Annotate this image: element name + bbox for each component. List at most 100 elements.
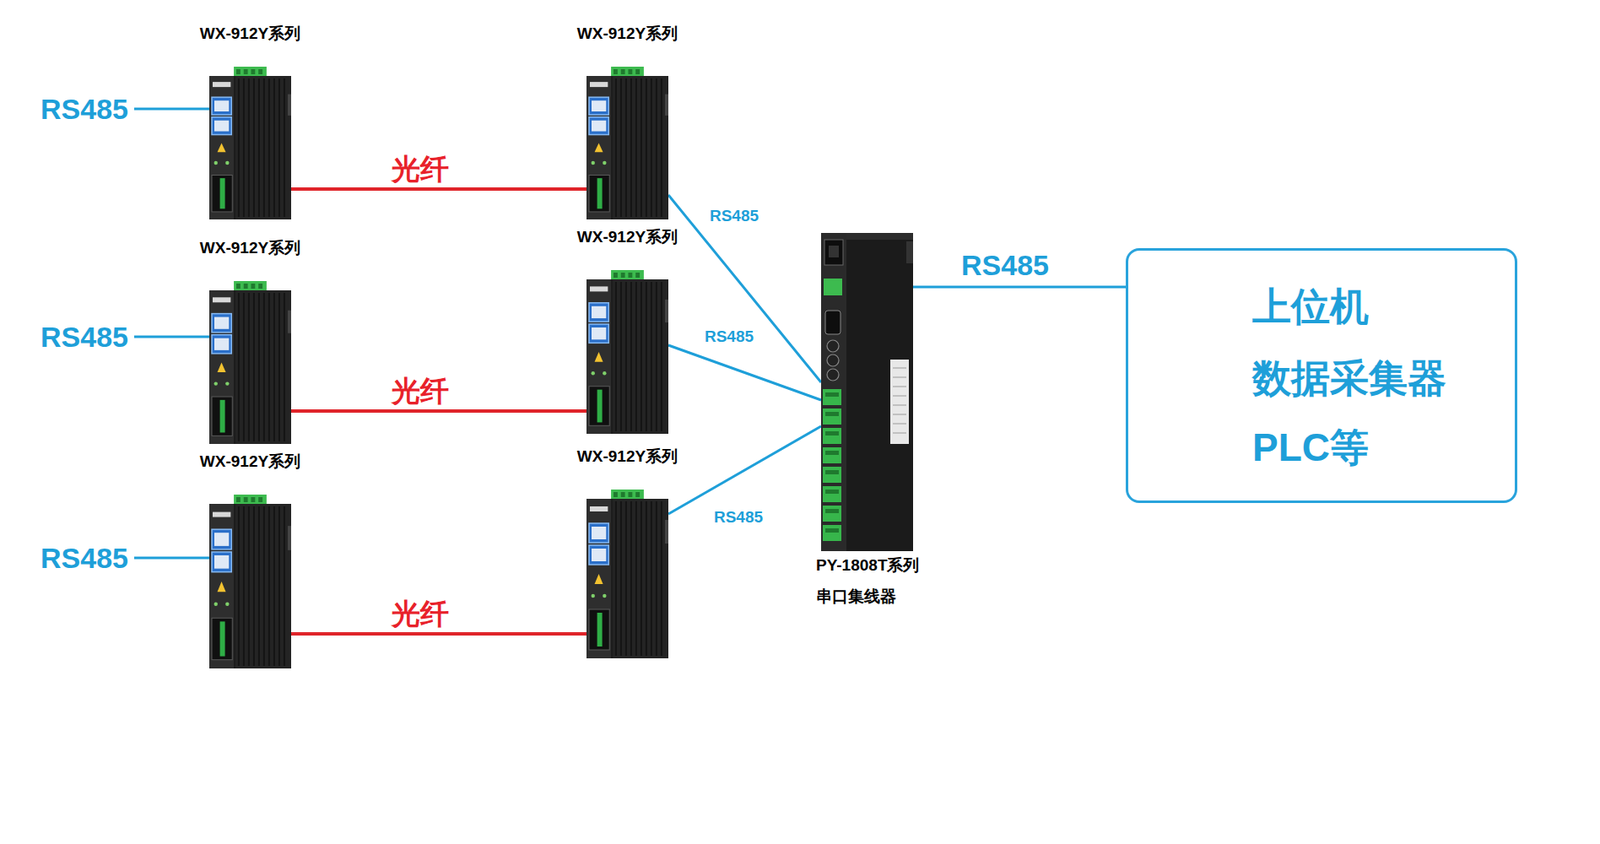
- cooling-fin: [237, 506, 240, 666]
- cooling-fin: [645, 78, 648, 217]
- rj45-socket: [214, 120, 229, 132]
- fiber-port: [589, 386, 610, 427]
- cooling-fin: [620, 78, 622, 217]
- terminal-slot: [627, 272, 633, 278]
- device-model: WX-912Y系列: [200, 24, 301, 44]
- host-text: 上位机: [1252, 283, 1369, 330]
- converter-node: WX-912Y系列: [586, 270, 669, 434]
- housing: [586, 279, 669, 434]
- link-label: RS485: [707, 206, 762, 225]
- serial-hub-picture: [821, 232, 914, 552]
- hub-bevel: [846, 232, 914, 240]
- cooling-fin: [635, 281, 638, 432]
- hub-caption: PY-1808T系列: [816, 556, 920, 576]
- cooling-fin: [640, 501, 643, 656]
- fiber-connector: [597, 178, 603, 209]
- cooling-fin: [640, 78, 643, 217]
- din-clip: [664, 299, 669, 323]
- cooling-fin: [273, 78, 276, 217]
- device-model: WX-912Y系列: [577, 227, 678, 248]
- cooling-fin: [625, 501, 628, 656]
- terminal-slot: [621, 69, 626, 75]
- cooling-fin: [283, 506, 286, 666]
- din-clip: [287, 94, 292, 116]
- link-label: RS485: [958, 249, 1052, 281]
- cooling-fin: [263, 78, 265, 217]
- cooling-fin: [640, 281, 643, 432]
- sticker-line: [892, 405, 907, 406]
- terminal-slot: [613, 491, 618, 498]
- cooling-fin: [650, 78, 653, 217]
- sticker-line: [892, 386, 907, 388]
- spec-sticker: [890, 359, 909, 444]
- fiber-link: [291, 409, 587, 413]
- terminal-block: [822, 447, 842, 464]
- rs485-leader: [134, 556, 210, 560]
- rs485-link: [913, 286, 1126, 289]
- warning-mark: [594, 143, 604, 153]
- terminal-slot: [635, 491, 640, 498]
- sticker-line: [892, 432, 907, 434]
- cooling-fin: [258, 506, 260, 666]
- rs485-leader: [134, 335, 210, 339]
- housing: [209, 503, 292, 669]
- led: [214, 602, 218, 606]
- front-sticker: [212, 512, 231, 518]
- housing-side: [612, 279, 669, 434]
- terminal-slot: [258, 497, 263, 503]
- terminal-slot: [825, 431, 839, 436]
- round-connector: [827, 340, 839, 352]
- front-sticker: [589, 506, 608, 512]
- terminal-block: [822, 486, 842, 503]
- terminal-block: [822, 466, 842, 483]
- cooling-fin: [650, 281, 653, 432]
- cooling-fin: [243, 78, 245, 217]
- cooling-fin: [253, 292, 255, 442]
- led: [591, 371, 595, 375]
- din-clip: [287, 525, 292, 551]
- signal-name: RS485: [40, 319, 129, 355]
- rj45-socket: [214, 338, 229, 351]
- cooling-fin: [253, 506, 255, 666]
- signal-name: RS485: [40, 91, 129, 127]
- din-clip: [287, 310, 292, 334]
- terminal-slot: [613, 272, 618, 278]
- host-text: PLC等: [1252, 424, 1369, 471]
- cooling-fin: [273, 506, 276, 666]
- sticker-line: [892, 377, 907, 379]
- led: [591, 594, 595, 598]
- rj45-port: [211, 117, 232, 136]
- fiber-connector: [220, 178, 226, 209]
- rj45-socket: [214, 100, 229, 112]
- fiber-port: [589, 609, 610, 650]
- fiber-port: [211, 175, 233, 212]
- housing-side: [235, 503, 292, 669]
- cooling-fin: [278, 292, 281, 442]
- hub-caption: 串口集线器: [816, 587, 897, 607]
- rj45-socket: [591, 120, 606, 132]
- cooling-fin: [248, 78, 250, 217]
- fiber-link: [291, 187, 587, 191]
- cooling-fin: [268, 78, 271, 217]
- terminal-slot: [236, 69, 241, 75]
- rj45-port: [589, 302, 609, 322]
- terminal-slot: [236, 283, 241, 289]
- fiber-connector: [597, 389, 603, 423]
- front-panel: [209, 75, 234, 220]
- rj45-port: [589, 97, 609, 115]
- housing: [209, 290, 292, 444]
- din-clip: [664, 94, 669, 116]
- terminal-slot: [250, 69, 255, 75]
- converter-picture: [586, 489, 669, 659]
- device-model: WX-912Y系列: [200, 238, 301, 259]
- cooling-fin: [263, 292, 265, 442]
- fiber-link: [291, 632, 587, 636]
- host-text: 数据采集器: [1252, 355, 1447, 402]
- rj45-socket: [214, 532, 229, 546]
- sticker-line: [892, 423, 907, 425]
- cooling-fin: [258, 78, 260, 217]
- rj45-port: [589, 523, 609, 543]
- power-socket: [824, 239, 844, 265]
- terminal-block: [822, 408, 842, 425]
